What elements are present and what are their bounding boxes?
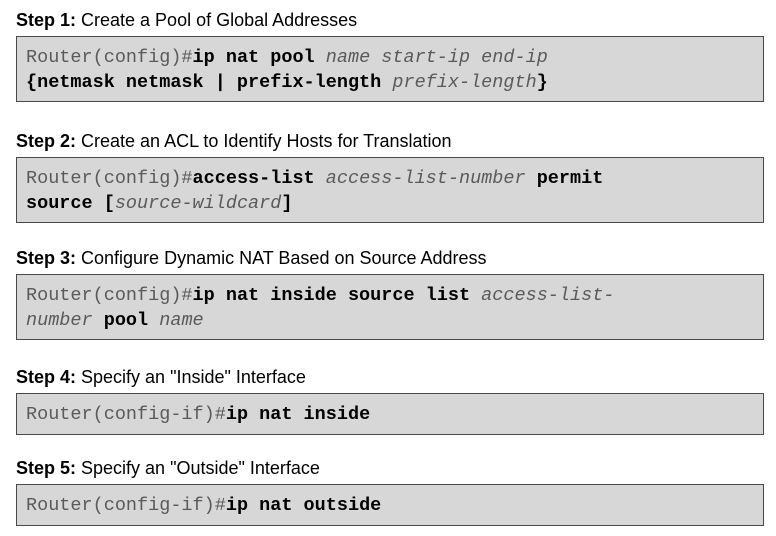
code-line: Router(config-if)#ip nat inside	[26, 402, 763, 427]
step-4-title: Specify an "Inside" Interface	[76, 367, 306, 387]
command-keyword: ip nat inside source list	[192, 285, 471, 306]
command-keyword: }	[536, 72, 548, 93]
code-line: Router(config)#ip nat inside source list…	[26, 283, 763, 308]
command-keyword: ip nat inside	[225, 404, 371, 425]
step-5-code-block: Router(config-if)#ip nat outside	[16, 484, 764, 526]
command-keyword: access-list	[192, 168, 315, 189]
step-3-section: Step 3: Configure Dynamic NAT Based on S…	[16, 248, 764, 340]
command-argument: number	[26, 310, 104, 331]
step-5-title: Specify an "Outside" Interface	[76, 458, 320, 478]
step-3-label: Step 3:	[16, 248, 77, 268]
command-keyword: pool	[103, 310, 149, 331]
step-5-heading: Step 5: Specify an "Outside" Interface	[16, 458, 764, 478]
step-2-heading: Step 2: Create an ACL to Identify Hosts …	[16, 131, 764, 151]
code-line: Router(config-if)#ip nat outside	[26, 493, 763, 518]
step-1-section: Step 1: Create a Pool of Global Addresse…	[16, 10, 764, 102]
step-2-label: Step 2:	[16, 131, 77, 151]
cli-prompt: Router(config)#	[26, 47, 193, 68]
cli-prompt: Router(config)#	[26, 168, 193, 189]
command-keyword: permit	[536, 168, 604, 189]
step-3-code-block: Router(config)#ip nat inside source list…	[16, 274, 764, 340]
code-line: source [source-wildcard]	[26, 191, 763, 216]
command-argument: access-list-	[470, 285, 615, 306]
step-2-title: Create an ACL to Identify Hosts for Tran…	[76, 131, 452, 151]
code-line: number pool name	[26, 308, 763, 333]
command-argument: access-list-number	[314, 168, 537, 189]
cli-prompt: Router(config-if)#	[26, 404, 226, 425]
step-1-title: Create a Pool of Global Addresses	[76, 10, 358, 30]
command-argument: name	[148, 310, 204, 331]
step-1-label: Step 1:	[16, 10, 77, 30]
step-1-code-block: Router(config)#ip nat pool name start-ip…	[16, 36, 764, 102]
step-3-title: Configure Dynamic NAT Based on Source Ad…	[76, 248, 487, 268]
command-keyword: ip nat pool	[192, 47, 315, 68]
step-2-code-block: Router(config)#access-list access-list-n…	[16, 157, 764, 223]
command-keyword: ip nat outside	[225, 495, 382, 516]
command-keyword: ]	[281, 193, 293, 214]
step-2-section: Step 2: Create an ACL to Identify Hosts …	[16, 131, 764, 223]
cli-prompt: Router(config)#	[26, 285, 193, 306]
step-5-label: Step 5:	[16, 458, 77, 478]
step-1-heading: Step 1: Create a Pool of Global Addresse…	[16, 10, 764, 30]
command-argument: prefix-length	[381, 72, 537, 93]
step-4-code-block: Router(config-if)#ip nat inside	[16, 393, 764, 435]
code-line: Router(config)#ip nat pool name start-ip…	[26, 45, 763, 70]
command-argument: name start-ip end-ip	[314, 47, 548, 68]
command-keyword: {netmask netmask | prefix-length	[26, 72, 382, 93]
command-argument: source-wildcard	[114, 193, 282, 214]
step-3-heading: Step 3: Configure Dynamic NAT Based on S…	[16, 248, 764, 268]
step-4-label: Step 4:	[16, 367, 77, 387]
step-5-section: Step 5: Specify an "Outside" Interface R…	[16, 458, 764, 526]
step-4-heading: Step 4: Specify an "Inside" Interface	[16, 367, 764, 387]
step-4-section: Step 4: Specify an "Inside" Interface Ro…	[16, 367, 764, 435]
cli-prompt: Router(config-if)#	[26, 495, 226, 516]
code-line: {netmask netmask | prefix-length prefix-…	[26, 70, 763, 95]
command-keyword: source [	[26, 193, 115, 214]
code-line: Router(config)#access-list access-list-n…	[26, 166, 763, 191]
